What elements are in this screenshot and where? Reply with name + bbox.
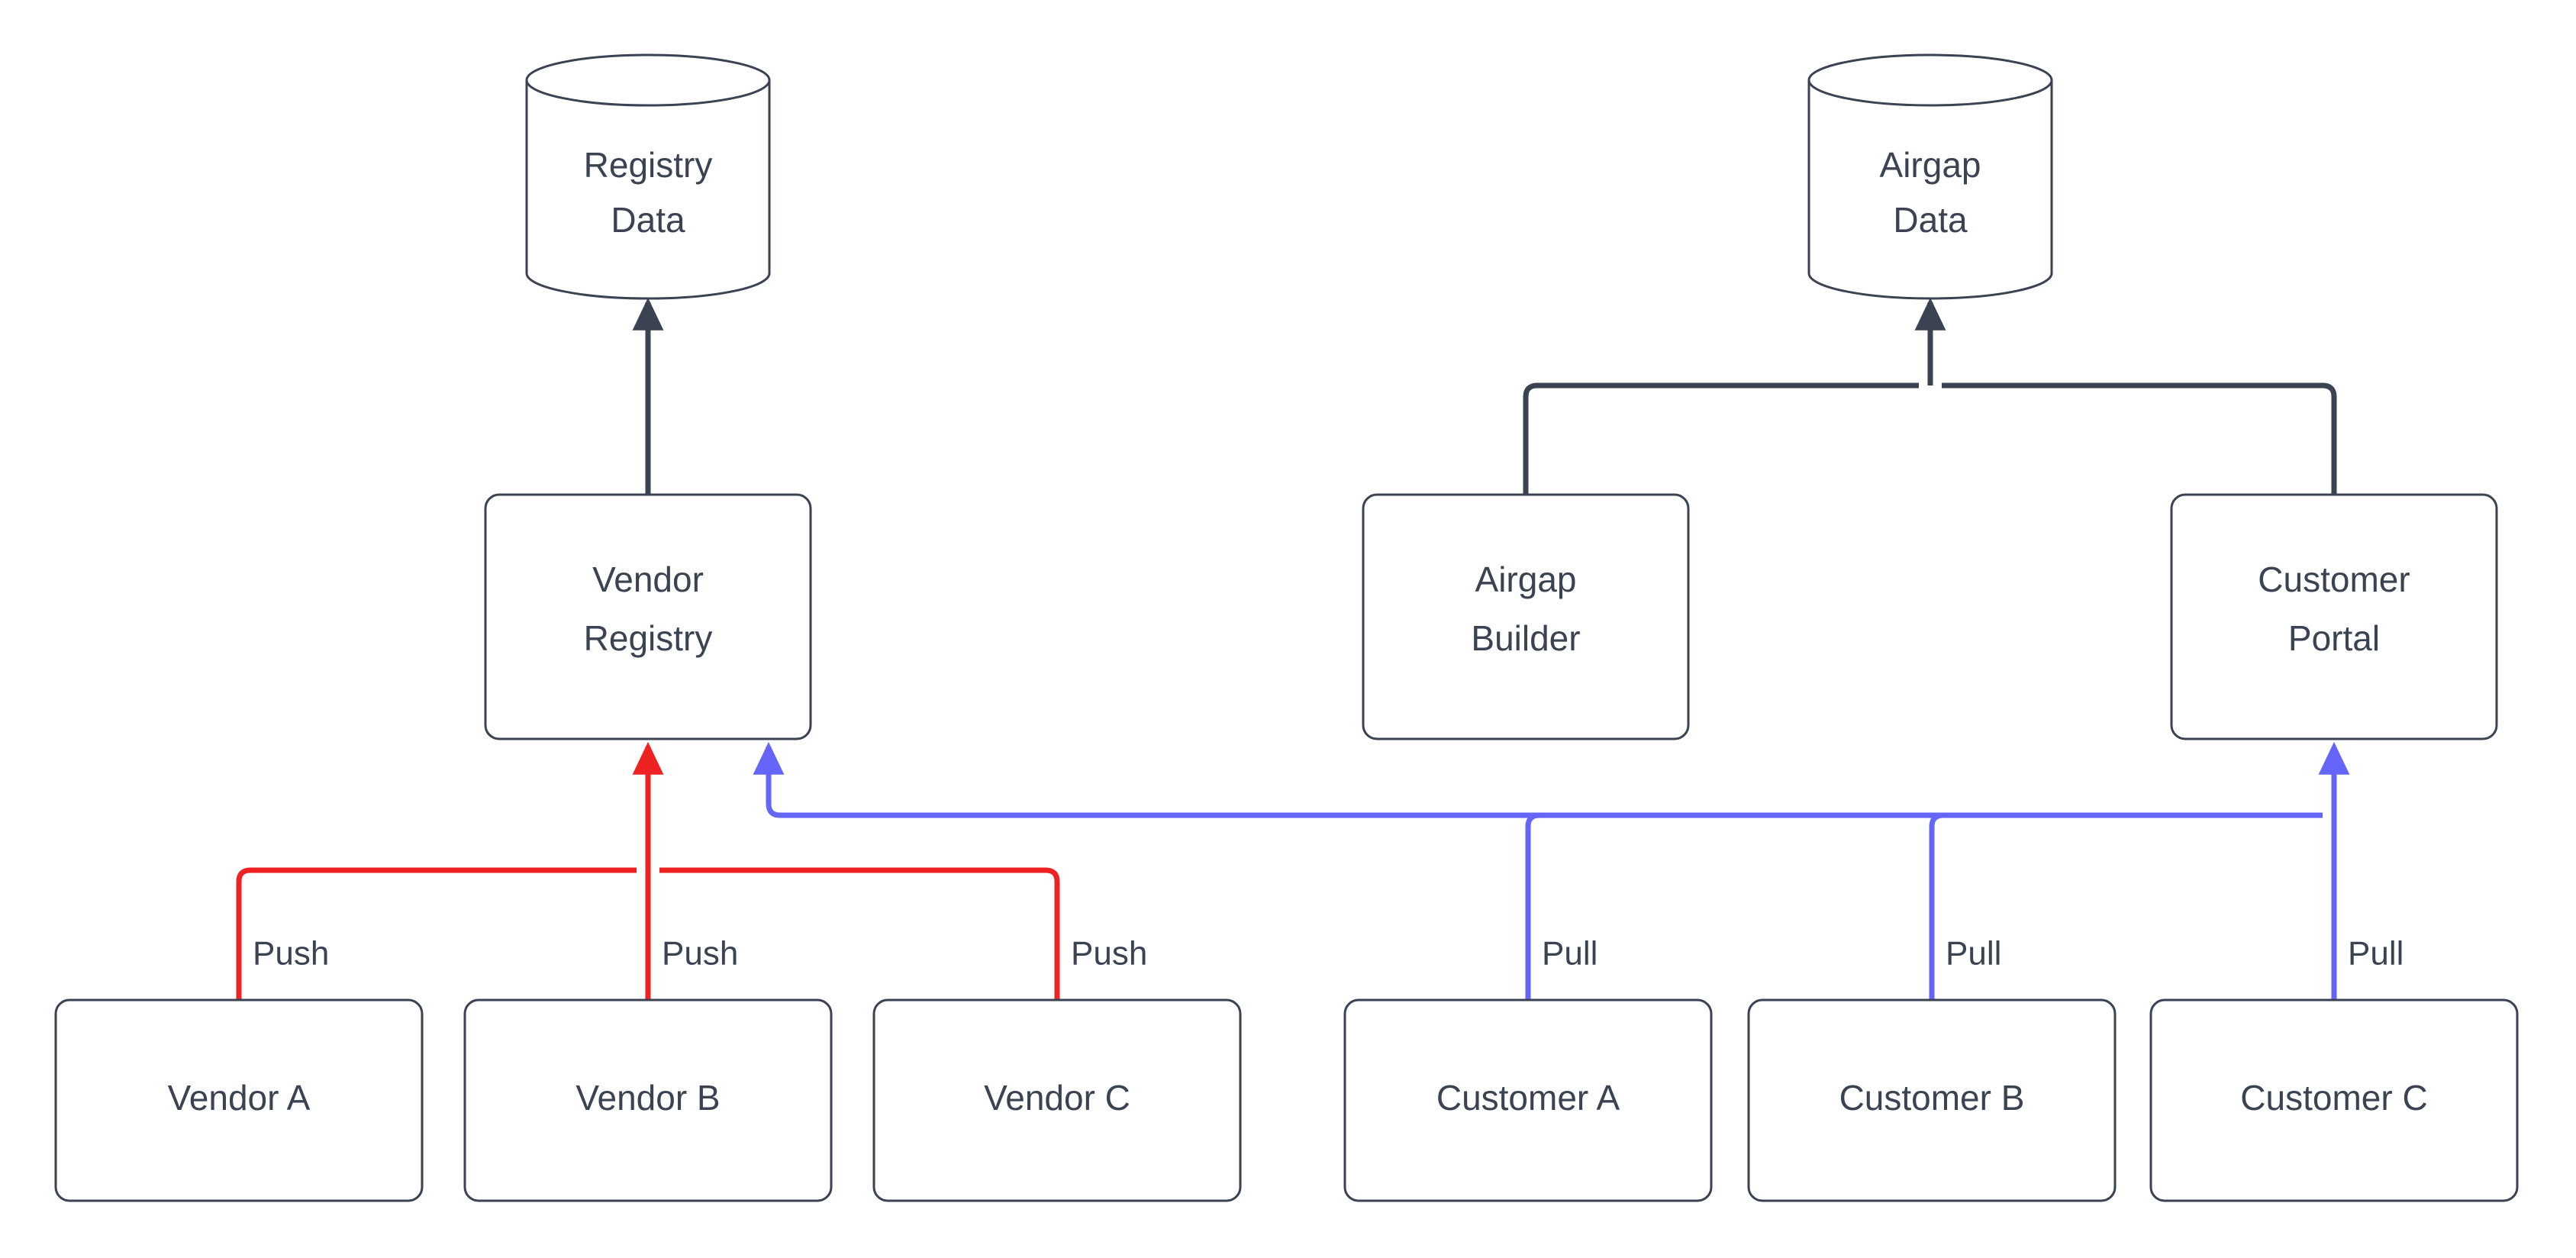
vendor-registry-label-line1: Vendor xyxy=(592,560,704,599)
vendor-a-box xyxy=(54,998,424,1202)
airgap-builder-label-line2: Builder xyxy=(1471,618,1580,658)
customer-portal-label-line1: Customer xyxy=(2258,560,2410,599)
node-customer-b[interactable]: Customer B xyxy=(1747,998,2117,1202)
node-vendor-registry[interactable]: Vendor Registry xyxy=(484,493,812,740)
node-registry-data[interactable]: Registry Data xyxy=(525,53,771,300)
customer-a-box xyxy=(1343,998,1713,1202)
node-vendor-b[interactable]: Vendor B xyxy=(463,998,833,1202)
vendor-a-label: Vendor A xyxy=(168,1078,311,1118)
edge-label-pull-customer-a: Pull xyxy=(1542,935,1598,973)
edge-airgap-builder-to-airgap-data xyxy=(1523,382,1919,495)
edge-label-pull-customer-b: Pull xyxy=(1946,935,2001,973)
edge-label-push-vendor-a: Push xyxy=(253,935,329,973)
registry-data-label-line1: Registry xyxy=(584,145,713,185)
registry-data-label-line2: Data xyxy=(611,200,685,240)
node-vendor-c[interactable]: Vendor C xyxy=(872,998,1242,1202)
node-customer-c[interactable]: Customer C xyxy=(2149,998,2519,1202)
vendor-c-label: Vendor C xyxy=(984,1078,1130,1118)
vendor-b-label: Vendor B xyxy=(575,1078,720,1118)
registry-data-cylinder-body xyxy=(525,80,771,300)
node-customer-portal[interactable]: Customer Portal xyxy=(2170,493,2498,740)
airgap-builder-label-line1: Airgap xyxy=(1475,560,1577,599)
vendor-registry-label-line2: Registry xyxy=(584,618,713,658)
edge-customer-b-pull xyxy=(1929,812,2323,1000)
edge-customer-a-pull xyxy=(1525,812,2323,1000)
airgap-data-label-line2: Data xyxy=(1893,200,1968,240)
customer-portal-label-line2: Portal xyxy=(2288,618,2380,658)
edge-customer-portal-to-airgap-data xyxy=(1942,382,2337,495)
edge-vendor-a-push xyxy=(236,867,637,1000)
customer-b-box xyxy=(1747,998,2117,1202)
edge-label-pull-customer-c: Pull xyxy=(2348,935,2404,973)
airgap-builder-box xyxy=(1362,493,1690,740)
edge-vendor-c-push xyxy=(659,867,1060,1000)
airgap-data-cylinder-body xyxy=(1807,80,2053,300)
customer-portal-box xyxy=(2170,493,2498,740)
vendor-b-box xyxy=(463,998,833,1202)
customer-a-label: Customer A xyxy=(1436,1078,1620,1118)
customer-b-label: Customer B xyxy=(1839,1078,2025,1118)
registry-data-cylinder-top xyxy=(525,53,771,107)
edge-label-push-vendor-c: Push xyxy=(1071,935,1147,973)
airgap-data-label-line1: Airgap xyxy=(1880,145,1981,185)
node-customer-a[interactable]: Customer A xyxy=(1343,998,1713,1202)
node-vendor-a[interactable]: Vendor A xyxy=(54,998,424,1202)
edge-pull-to-vendor-registry xyxy=(753,741,2323,818)
edge-label-push-vendor-b: Push xyxy=(662,935,738,973)
customer-c-label: Customer C xyxy=(2240,1078,2427,1118)
airgap-data-cylinder-top xyxy=(1807,53,2053,107)
node-airgap-builder[interactable]: Airgap Builder xyxy=(1362,493,1690,740)
vendor-c-box xyxy=(872,998,1242,1202)
node-airgap-data[interactable]: Airgap Data xyxy=(1807,53,2053,300)
customer-c-box xyxy=(2149,998,2519,1202)
vendor-registry-box xyxy=(484,493,812,740)
